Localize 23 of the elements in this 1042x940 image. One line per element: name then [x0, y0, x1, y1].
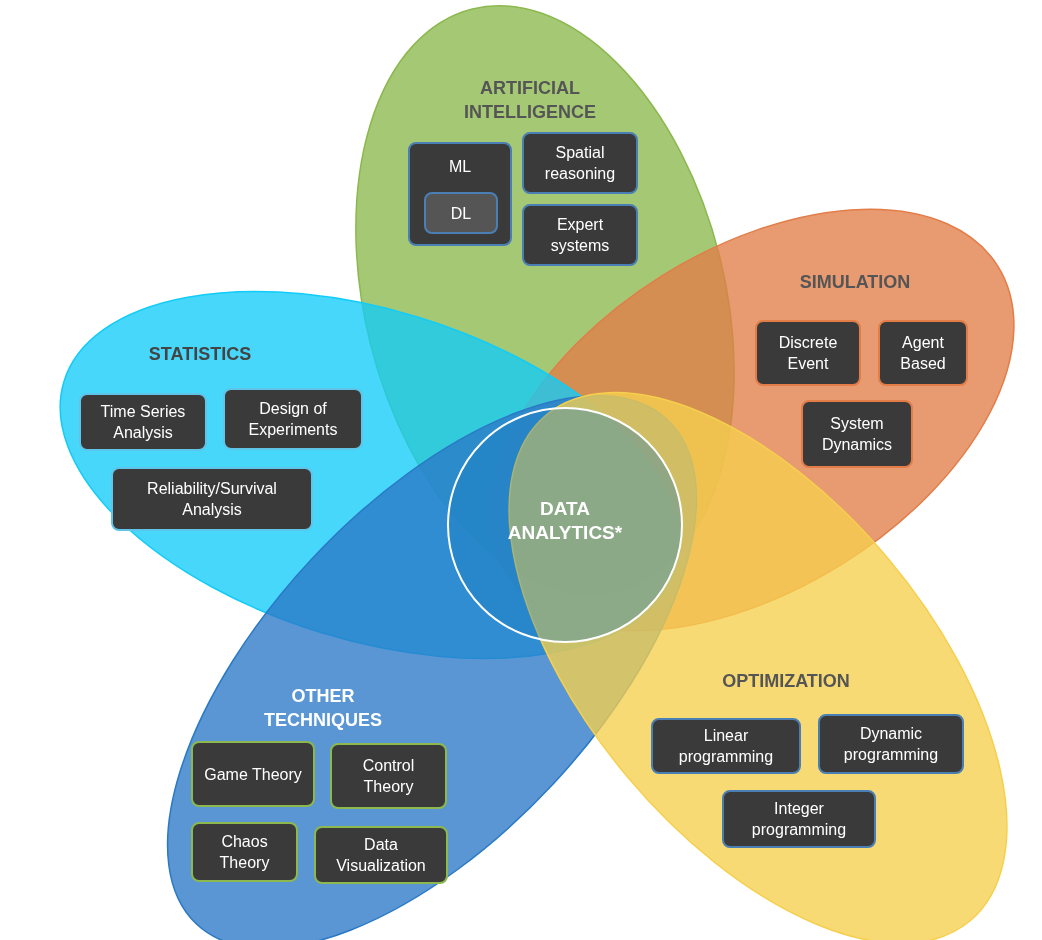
petal-title: OTHER TECHNIQUES: [263, 685, 383, 732]
technique-box: Reliability/Survival Analysis: [111, 467, 313, 531]
technique-box: Design of Experiments: [223, 388, 363, 450]
technique-box: Game Theory: [191, 741, 315, 807]
technique-box: Expert systems: [522, 204, 638, 266]
technique-box: Chaos Theory: [191, 822, 298, 882]
technique-box: System Dynamics: [801, 400, 913, 468]
technique-box: Agent Based: [878, 320, 968, 386]
technique-box: Linear programming: [651, 718, 801, 774]
group-box: [408, 142, 512, 246]
technique-box: DL: [424, 192, 498, 234]
petal-title: STATISTICS: [147, 343, 253, 366]
technique-box: Data Visualization: [314, 826, 448, 884]
technique-box: Time Series Analysis: [79, 393, 207, 451]
petal-title: ARTIFICIAL INTELLIGENCE: [463, 77, 597, 124]
technique-box: Dynamic programming: [818, 714, 964, 774]
technique-box: Control Theory: [330, 743, 447, 809]
petal-title: SIMULATION: [798, 271, 912, 294]
petal-title: OPTIMIZATION: [721, 670, 851, 693]
technique-box: Spatial reasoning: [522, 132, 638, 194]
technique-box: Integer programming: [722, 790, 876, 848]
box-label: ML: [448, 157, 472, 177]
technique-box: Discrete Event: [755, 320, 861, 386]
